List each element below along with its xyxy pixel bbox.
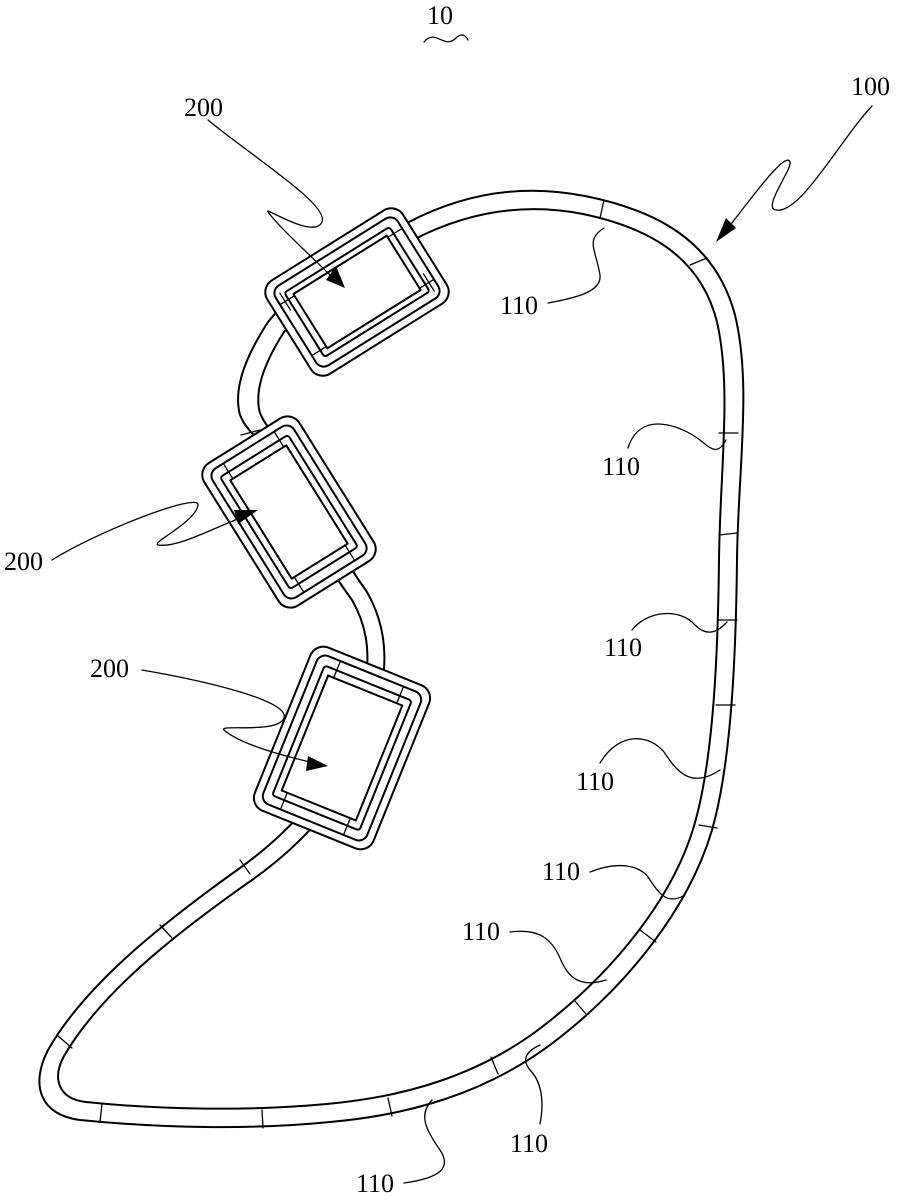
label-110: 110 — [576, 767, 614, 796]
label-110: 110 — [604, 633, 642, 662]
segment-callout-3: 110 — [604, 614, 727, 662]
belt-callout: 100 — [716, 72, 890, 242]
leader-200-top — [208, 120, 330, 275]
segment-divider — [574, 1000, 586, 1014]
label-10: 10 — [427, 1, 453, 30]
assembly-callout: 10 — [424, 1, 468, 42]
segment-dividers — [58, 200, 738, 1128]
segment-divider — [262, 1110, 263, 1128]
module-middle — [197, 411, 381, 613]
segment-divider — [719, 533, 737, 535]
segment-divider — [160, 925, 172, 938]
label-110: 110 — [462, 917, 500, 946]
label-110: 110 — [356, 1169, 394, 1198]
label-100: 100 — [851, 72, 890, 101]
label-110: 110 — [602, 452, 640, 481]
segment-callout-7: 110 — [510, 1045, 548, 1158]
module-bottom — [250, 642, 435, 853]
module-callout-middle: 200 — [4, 502, 258, 576]
segment-divider — [491, 1057, 498, 1074]
label-110: 110 — [510, 1129, 548, 1158]
segment-callout-6: 110 — [462, 917, 606, 983]
tilde-mark — [424, 35, 468, 42]
segment-divider — [58, 1036, 72, 1048]
segment-callout-1: 110 — [500, 228, 604, 320]
label-200-middle: 200 — [4, 547, 43, 576]
segment-callout-2: 110 — [602, 424, 726, 481]
segment-divider — [690, 258, 707, 265]
segment-divider — [100, 1104, 102, 1122]
segment-divider — [640, 930, 656, 942]
leader-100 — [728, 106, 872, 228]
label-200-top: 200 — [184, 93, 223, 122]
leader-200-middle — [52, 502, 240, 560]
module-top — [260, 203, 454, 381]
label-110: 110 — [542, 857, 580, 886]
segment-callout-4: 110 — [576, 739, 720, 796]
label-110: 110 — [500, 291, 538, 320]
segment-divider — [600, 200, 604, 218]
segment-divider — [699, 825, 717, 828]
segment-callout-8: 110 — [356, 1100, 445, 1198]
label-200-bottom: 200 — [90, 654, 129, 683]
